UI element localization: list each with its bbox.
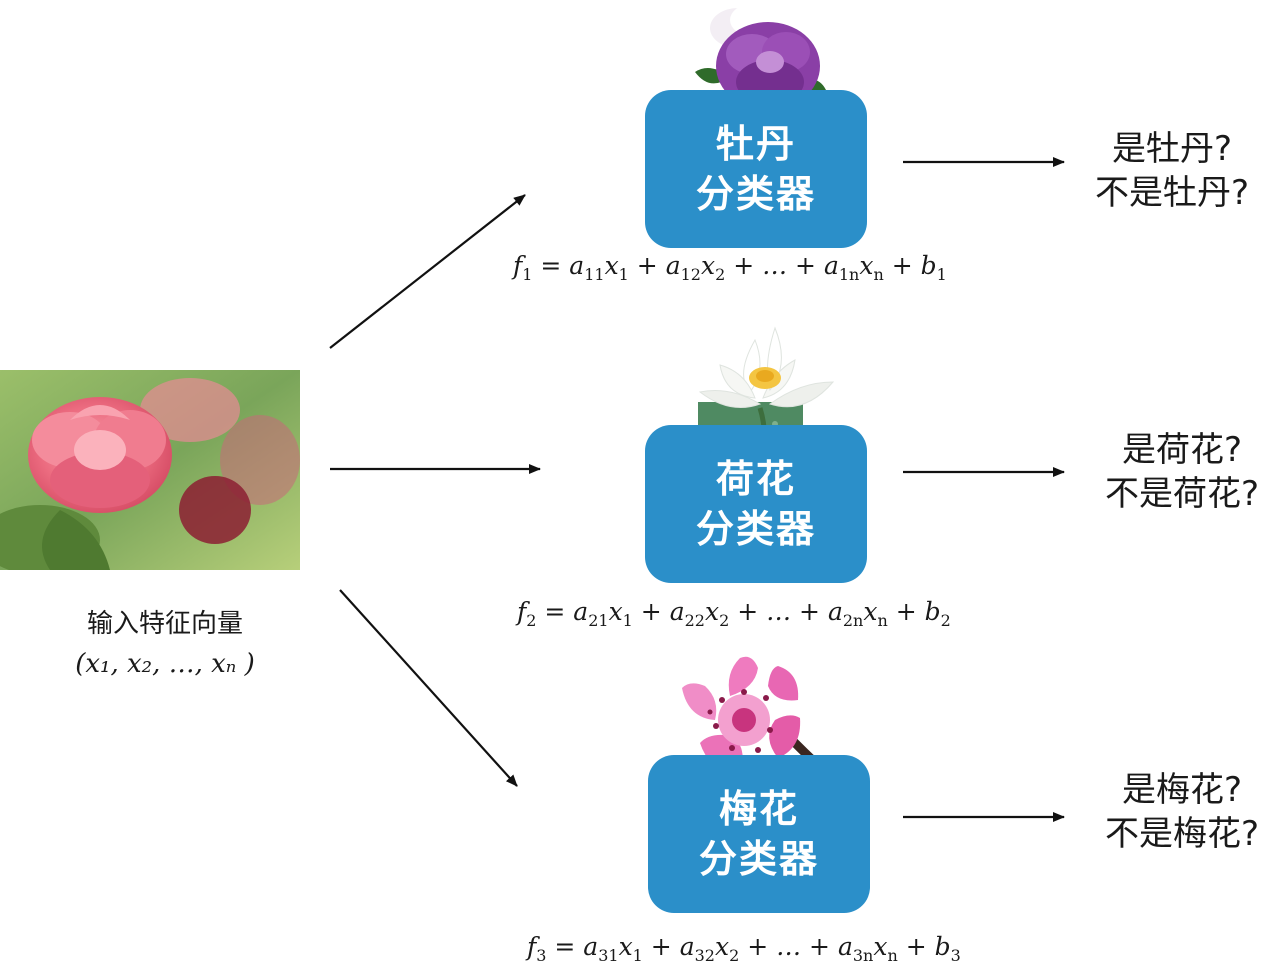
peony-formula: f1 = a11x1 + a12x2 + … + a1nxn + b1 bbox=[513, 251, 947, 284]
plum-classifier-box: 梅花 分类器 bbox=[648, 755, 870, 913]
plum-question-no: 不是梅花? bbox=[1105, 814, 1260, 854]
input-label-text: 输入特征向量 bbox=[86, 609, 243, 639]
peony-question: 是牡丹? 不是牡丹? bbox=[1095, 127, 1249, 215]
plum-formula: f3 = a31x1 + a32x2 + … + a3nxn + b3 bbox=[527, 932, 961, 965]
plum-question-yes: 是梅花? bbox=[1122, 770, 1243, 810]
peony-question-no: 不是牡丹? bbox=[1095, 173, 1250, 213]
arrow-to-peony bbox=[329, 194, 526, 349]
plum-classifier-type: 分类器 bbox=[698, 837, 819, 881]
peony-classifier-type: 分类器 bbox=[695, 172, 816, 216]
input-feature-label: 输入特征向量 (x₁, x₂, …, xₙ ) bbox=[40, 604, 290, 684]
lotus-question-no: 不是荷花? bbox=[1105, 474, 1260, 514]
lotus-classifier-box: 荷花 分类器 bbox=[645, 425, 867, 583]
lotus-question: 是荷花? 不是荷花? bbox=[1105, 428, 1259, 516]
lotus-formula: f2 = a21x1 + a22x2 + … + a2nxn + b2 bbox=[517, 597, 951, 630]
lotus-question-yes: 是荷花? bbox=[1122, 430, 1243, 470]
plum-classifier-name: 梅花 bbox=[718, 787, 799, 831]
lotus-classifier-type: 分类器 bbox=[695, 507, 816, 551]
peony-question-yes: 是牡丹? bbox=[1112, 129, 1233, 169]
peony-photo bbox=[0, 370, 300, 570]
peony-classifier-name: 牡丹 bbox=[715, 122, 796, 166]
plum-question: 是梅花? 不是梅花? bbox=[1105, 768, 1259, 856]
arrow-to-plum bbox=[339, 589, 518, 787]
peony-classifier-box: 牡丹 分类器 bbox=[645, 90, 867, 248]
input-vector-text: (x₁, x₂, …, xₙ ) bbox=[75, 649, 255, 679]
lotus-classifier-name: 荷花 bbox=[715, 457, 796, 501]
